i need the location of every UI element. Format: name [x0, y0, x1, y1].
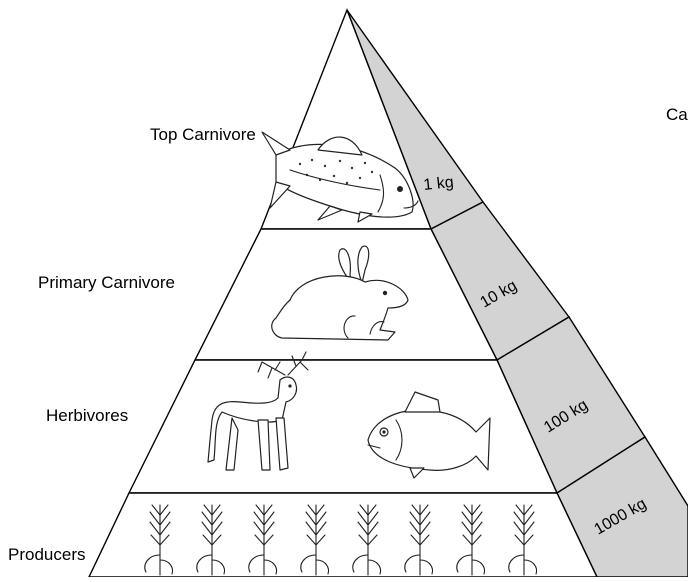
level-label-producers: Producers: [8, 545, 85, 565]
front-face-producers: [89, 493, 597, 577]
mass-label-top: 1 kg: [423, 174, 455, 194]
level-label-primary-carnivore: Primary Carnivore: [38, 273, 175, 293]
cut-off-label: Ca: [666, 105, 688, 125]
level-label-top-carnivore: Top Carnivore: [150, 125, 256, 145]
front-face-herbivores: [129, 360, 557, 493]
level-label-herbivores: Herbivores: [46, 406, 128, 426]
